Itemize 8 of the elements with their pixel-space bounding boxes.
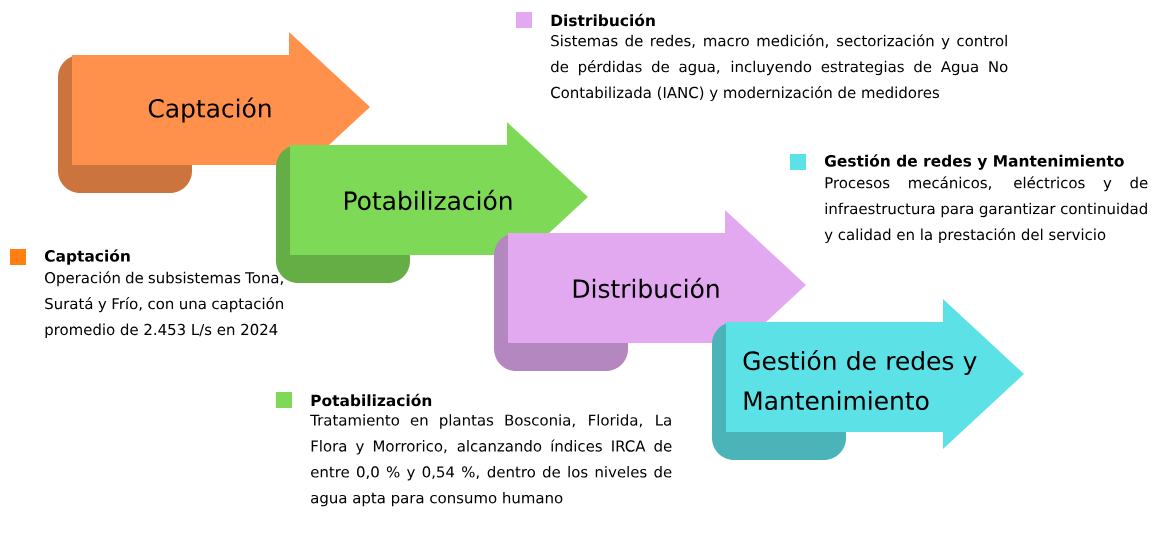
section-heading: Potabilización xyxy=(311,393,432,407)
description-text: Sistemas de redes, macro medición, sectorización y control de pérdidas de agua, incluyendo estrategias de Agua No Contabilizada (IANC) y modernización de medidores xyxy=(551,34,1008,102)
description-text: Tratamiento en plantas Bosconia, Florida, La Flora y Morrorico, alcanzando índices IRCA de entre 0,0 % y 0,54 %, dentro de los niveles de agua apta para consumo humano xyxy=(310,414,672,507)
section-heading: Distribución xyxy=(551,13,655,27)
section-heading: Captación xyxy=(45,249,130,265)
description-text: Procesos mecánicos, eléctricos y de infraestructura para garantizar continuidad y calidad en la prestación del servicio xyxy=(824,176,1148,244)
step-banner: Gestión de redes y Mantenimiento xyxy=(712,299,1024,460)
section-heading: Gestión de redes y Mantenimiento xyxy=(824,154,1124,170)
